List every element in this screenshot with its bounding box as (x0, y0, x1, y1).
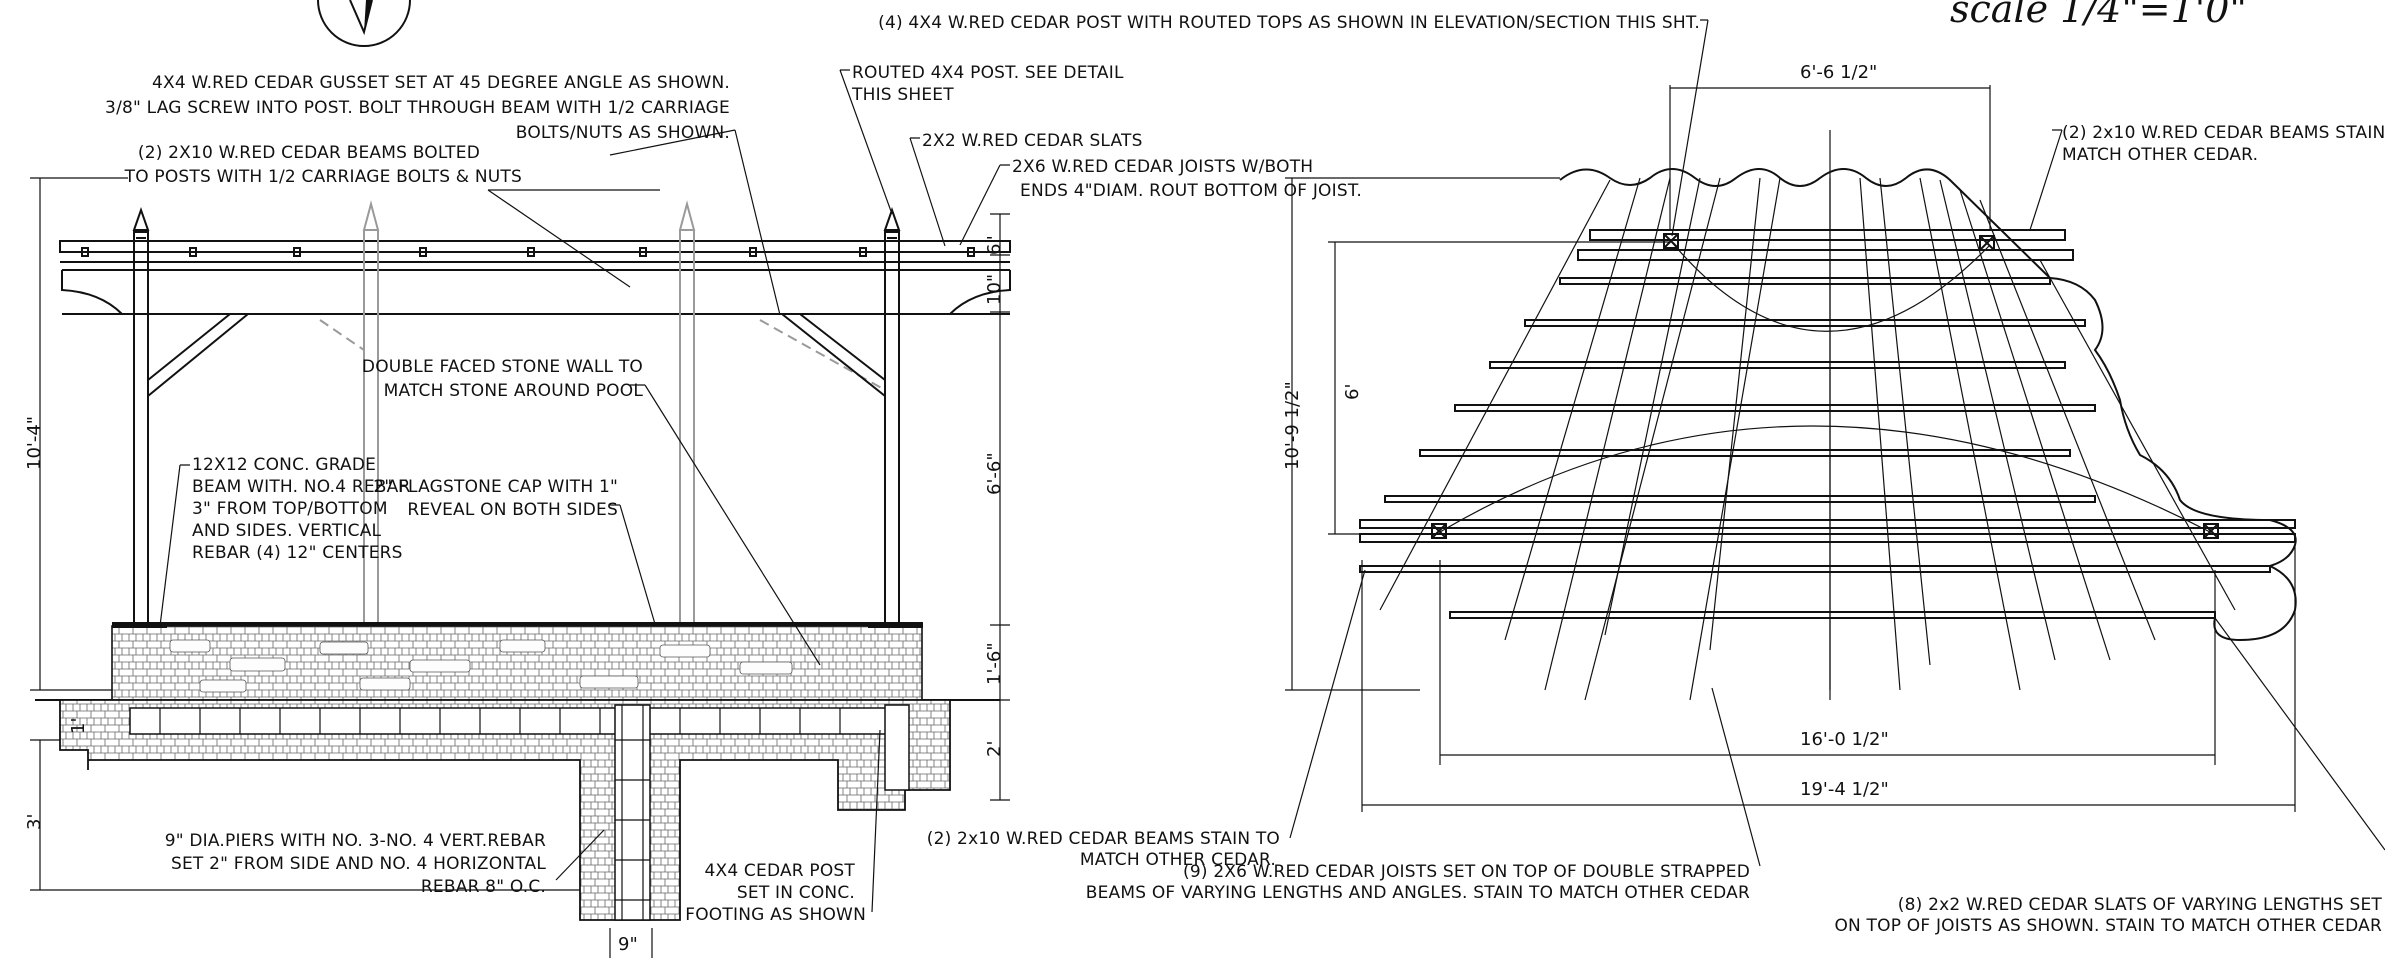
note-cedar-3: FOOTING AS SHOWN (685, 905, 866, 925)
note-piers-2: SET 2" FROM SIDE AND NO. 4 HORIZONTAL (171, 854, 546, 874)
dim-plan-post: 6' (1342, 384, 1363, 400)
note-beams-1: (2) 2X10 W.RED CEDAR BEAMS BOLTED (138, 143, 480, 163)
note-grade-4: AND SIDES. VERTICAL (192, 521, 382, 541)
scale-title: scale 1/4"=1'0" (1950, 0, 2247, 31)
note-beams-2: TO POSTS WITH 1/2 CARRIAGE BOLTS & NUTS (124, 167, 522, 187)
note-joists-2: BEAMS OF VARYING LENGTHS AND ANGLES. STA… (1086, 883, 1750, 903)
dim-pier: 9" (618, 934, 638, 955)
note-joists-1: (9) 2X6 W.RED CEDAR JOISTS SET ON TOP OF… (1183, 862, 1750, 882)
note-wall-1: DOUBLE FACED STONE WALL TO (362, 357, 643, 377)
note-joists-2: ENDS 4"DIAM. ROUT BOTTOM OF JOIST. (1020, 181, 1362, 201)
elevation-notes: 4X4 W.RED CEDAR GUSSET SET AT 45 DEGREE … (105, 63, 1362, 925)
plan-view: 6'-6 1/2" 16'-0 1/2" 19'-4 1/2" 10'-9 1/… (1282, 19, 2385, 867)
dim-wall: 1'-6" (984, 642, 1005, 685)
dim-plan-outer: 19'-4 1/2" (1800, 779, 1889, 800)
note-beams-right-2: MATCH OTHER CEDAR. (2062, 145, 2258, 165)
note-cedar-1: 4X4 CEDAR POST (704, 861, 855, 881)
dim-top: 6" (984, 235, 1005, 255)
note-beams-right-1: (2) 2x10 W.RED CEDAR BEAMS STAIN TO (2062, 123, 2385, 143)
note-gusset-1: 4X4 W.RED CEDAR GUSSET SET AT 45 DEGREE … (152, 73, 730, 93)
note-slats-2: ON TOP OF JOISTS AS SHOWN. STAIN TO MATC… (1834, 916, 2382, 936)
note-grade-5: REBAR (4) 12" CENTERS (192, 543, 403, 563)
note-gusset-2: 3/8" LAG SCREW INTO POST. BOLT THROUGH B… (105, 98, 730, 118)
note-routed-1: ROUTED 4X4 POST. SEE DETAIL (852, 63, 1124, 83)
note-gusset-3: BOLTS/NUTS AS SHOWN. (516, 123, 730, 143)
note-piers-1: 9" DIA.PIERS WITH NO. 3-NO. 4 VERT.REBAR (165, 831, 546, 851)
north-arrow-icon (317, 0, 411, 47)
note-beams-left-1: (2) 2x10 W.RED CEDAR BEAMS STAIN TO (927, 829, 1280, 849)
dim-overall-height: 10'-4" (24, 416, 45, 470)
dim-post: 6'-6" (984, 452, 1005, 495)
note-piers-3: REBAR 8" O.C. (421, 877, 546, 897)
dim-plan-height: 10'-9 1/2" (1282, 381, 1303, 470)
dim-footing: 2' (984, 741, 1005, 757)
dim-plan-inner: 16'-0 1/2" (1800, 729, 1889, 750)
note-flag-2: REVEAL ON BOTH SIDES (407, 500, 618, 520)
note-flag-1: 2" FLAGSTONE CAP WITH 1" (373, 477, 618, 497)
note-slats: 2X2 W.RED CEDAR SLATS (922, 131, 1143, 151)
note-posts: (4) 4X4 W.RED CEDAR POST WITH ROUTED TOP… (878, 13, 1700, 33)
note-grade-3: 3" FROM TOP/BOTTOM (192, 499, 388, 519)
note-joists-1: 2X6 W.RED CEDAR JOISTS W/BOTH (1012, 157, 1313, 177)
note-grade-1: 12X12 CONC. GRADE (192, 455, 376, 475)
note-cedar-2: SET IN CONC. (737, 883, 855, 903)
note-slats-1: (8) 2x2 W.RED CEDAR SLATS OF VARYING LEN… (1898, 895, 2383, 915)
dim-grade: 1' (68, 718, 89, 734)
note-beams-left-2: MATCH OTHER CEDAR. (1080, 850, 1276, 870)
dim-depth: 3' (24, 814, 45, 830)
note-routed-2: THIS SHEET (851, 85, 954, 105)
plan-notes: (4) 4X4 W.RED CEDAR POST WITH ROUTED TOP… (878, 13, 2385, 936)
note-wall-2: MATCH STONE AROUND POOL (384, 381, 644, 401)
elevation-view: 10'-4" 3' 1' 6" 10" 6'-6" 1'-6" 2' 9" (24, 69, 1011, 958)
dim-beam: 10" (984, 274, 1005, 305)
note-grade-2: BEAM WITH. NO.4 REBAR (192, 477, 411, 497)
dim-plan-top: 6'-6 1/2" (1800, 62, 1877, 83)
